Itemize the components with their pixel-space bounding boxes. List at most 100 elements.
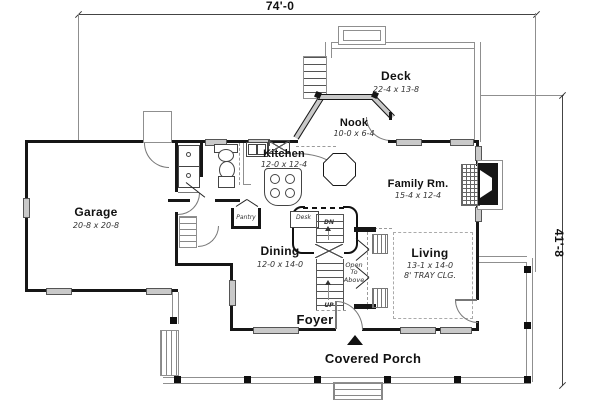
stair-well-dashdot [303,207,345,209]
kitchen-island [264,168,302,206]
bath-south-wall [215,199,240,202]
window [440,327,472,334]
room-label-porch: Covered Porch [324,351,422,366]
pantry-door-line [246,199,259,207]
dimension-extension-line [78,14,79,142]
open-to-above-label: Open To Above [343,261,365,284]
porch-post [174,376,181,383]
bath-divider-wall [200,143,203,177]
stair-arrow-line [328,284,329,300]
door-arc [178,193,200,215]
porch-post [524,376,531,383]
toilet-tank [218,176,235,188]
garage-north-wall [25,140,143,143]
porch-steps-front [333,382,383,400]
kitchen-sink-basin [257,144,266,155]
cabinet-dashed-line [239,143,241,185]
deck-rail-east [474,42,481,142]
room-label-garage: Garage [74,205,118,219]
open-to-above-boundary [367,232,369,310]
nook-east-wall-stub [389,112,392,120]
room-dims-kitchen: 12-0 x 12-4 [260,160,308,169]
east-wall [476,321,479,331]
closet-shelves [372,234,388,254]
pantry-wall [231,226,261,229]
porch-post [314,376,321,383]
room-label-foyer: Foyer [296,312,334,327]
dimension-line-width [78,14,537,15]
porch-post [244,376,251,383]
garage-east-wall [175,212,178,266]
entry-marker [347,335,363,345]
window [475,146,482,161]
east-wall [476,204,479,300]
stair-arrow-head [325,280,331,285]
dimension-depth-label: 41'-8 [552,228,566,258]
counter-edge [243,143,244,185]
window [396,139,422,146]
washer-knob [186,152,191,157]
burner [285,188,295,198]
door-arc [455,300,478,323]
window [400,327,436,334]
room-label-deck: Deck [381,69,411,83]
dryer-knob [186,173,191,178]
pantry-wall [231,208,234,228]
garage-north-wall [168,140,178,143]
deck-rail-west [325,42,332,58]
porch-post [524,266,531,273]
dimension-tick [558,381,567,390]
room-dims-deck: 22-4 x 13-8 [372,85,420,94]
stairs-down-label: DN [323,219,334,226]
room-dims-nook: 10-0 x 6-4 [333,129,375,138]
garage-east-wall [175,140,178,192]
porch-post [170,317,177,324]
closet-wall-stub [354,304,376,309]
porch-rail-northeast [479,256,527,263]
room-label-dining: Dining [260,244,300,258]
deck-steps-west [303,56,327,99]
deck-steps-north-inner [343,30,381,41]
room-dims-garage: 20-8 x 20-8 [72,221,120,230]
basement-stairs [179,216,197,248]
dimension-line-depth [562,95,563,386]
family-north-wall [388,140,478,143]
window [23,198,30,218]
garage-door [146,288,172,295]
room-dims-dining: 12-0 x 14-0 [256,260,304,269]
kitchen-sink-basin [248,144,257,155]
porch-post [454,376,461,383]
porch-post [524,322,531,329]
room-label-family: Family Rm. [387,178,449,190]
door-leaf [178,192,199,193]
porch-steps-west [160,330,179,376]
room-label-living: Living [411,246,449,260]
stairs-up-label: UP [324,302,334,309]
cabinet-dashed-line [296,146,336,148]
porch-post [384,376,391,383]
dimension-width-label: 74'-0 [265,0,295,13]
counter-edge [243,184,251,185]
kitchen-skylight [268,140,290,154]
window [229,280,236,306]
eating-bar-post-inner [324,154,355,185]
staircase [316,214,344,311]
door-arc [198,226,219,247]
room-dims-family: 15-4 x 12-4 [394,191,442,200]
window [450,139,474,146]
pantry-label: Pantry [236,214,256,221]
staircase-break [315,244,343,258]
burner [285,174,295,184]
room-dims-living: 13-1 x 14-0 [406,261,454,270]
door-arc [144,143,169,168]
door-leaf [455,299,477,301]
dimension-extension-line [535,13,536,272]
bay-window-left [293,95,324,140]
room-label-kitchen: Kitchen [263,148,305,160]
hall-south-wall [175,263,233,266]
stair-arrow-head [325,226,331,231]
porch-rail-west [172,292,179,324]
closet-wall-stub [354,227,376,232]
desk-label: Desk [296,214,311,221]
